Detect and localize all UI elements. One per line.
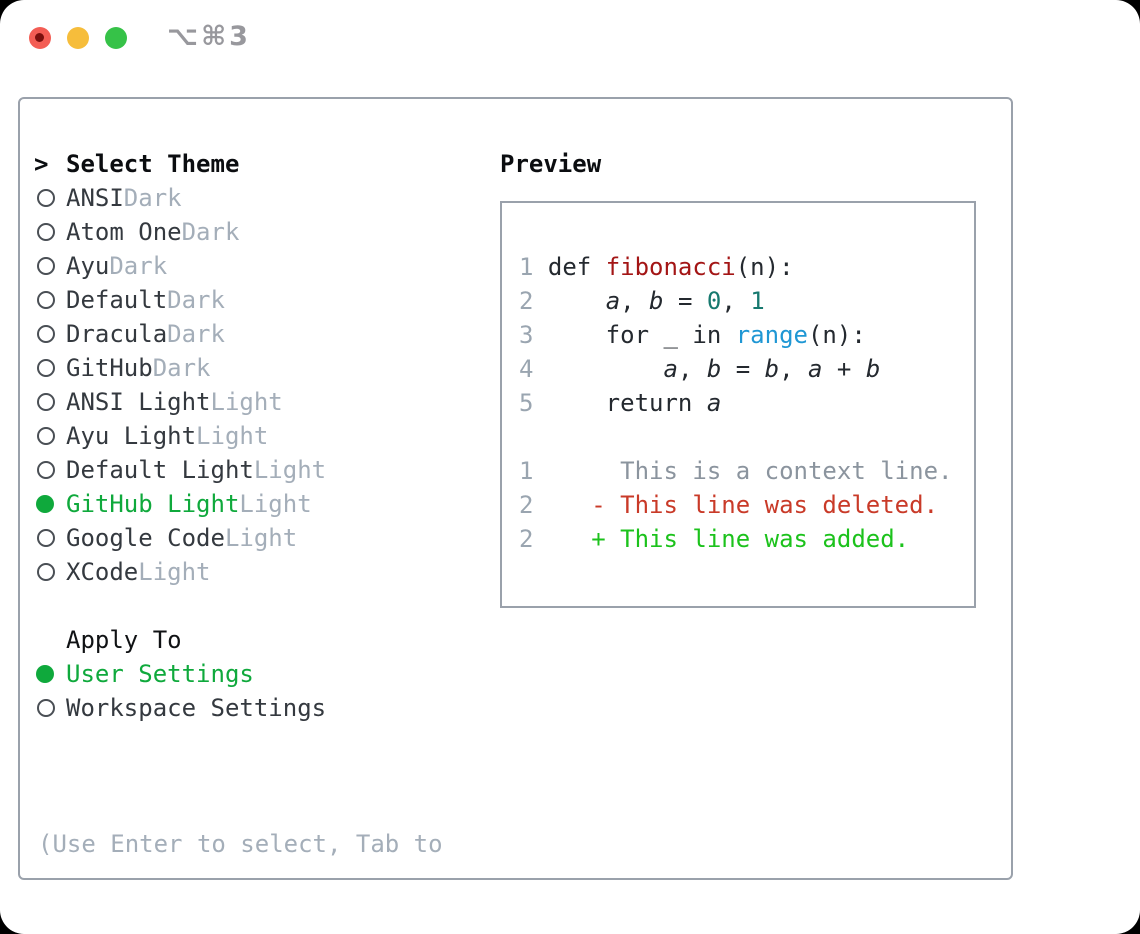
radio-icon: [33, 521, 66, 555]
apply-to-header: Apply To: [33, 623, 488, 657]
selected-radio-icon: [33, 487, 66, 521]
list-item[interactable]: Ayu Light Light: [33, 419, 488, 453]
item-label: ANSI: [66, 184, 124, 212]
item-variant-tag: Dark: [109, 252, 168, 280]
item-variant-tag: Light: [239, 490, 312, 518]
preview-line: 2 + This line was added.: [519, 522, 974, 556]
keyboard-hint: (Use Enter to select, Tab to change focu…: [38, 759, 488, 934]
line-number: 2: [519, 491, 534, 519]
marker-spacer: [33, 623, 66, 657]
preview-line: 4 a, b = b, a + b: [519, 352, 974, 386]
radio-icon: [33, 181, 66, 215]
list-item[interactable]: Dracula Dark: [33, 317, 488, 351]
close-button[interactable]: [29, 27, 51, 49]
item-variant-tag: Dark: [152, 354, 211, 382]
maximize-button[interactable]: [105, 27, 127, 49]
item-variant-tag: Light: [224, 524, 298, 552]
list-item[interactable]: Default Dark: [33, 283, 488, 317]
spacer: [33, 589, 488, 623]
select-theme-label: Select Theme: [66, 150, 240, 178]
radio-icon: [33, 385, 66, 419]
radio-icon: [33, 453, 66, 487]
item-variant-tag: Dark: [181, 218, 240, 246]
list-item[interactable]: ANSI Dark: [33, 181, 488, 215]
item-variant-tag: Light: [196, 422, 269, 450]
item-label: Ayu: [66, 252, 110, 280]
window-title: ⌥⌘3: [167, 21, 251, 52]
line-number: 5: [519, 389, 534, 417]
item-label: Ayu Light: [66, 422, 197, 450]
item-variant-tag: Dark: [167, 320, 225, 348]
radio-icon: [33, 419, 66, 453]
preview-label: Preview: [500, 150, 602, 178]
item-variant-tag: Dark: [167, 286, 225, 314]
line-number: 1: [519, 253, 534, 281]
item-variant-tag: Light: [138, 558, 211, 586]
radio-icon: [33, 317, 66, 351]
preview-column: Preview 1 def fibonacci(n):2 a, b = 0, 1…: [500, 147, 1000, 608]
preview-line: 1 This is a context line.: [519, 454, 974, 488]
radio-icon: [33, 351, 66, 385]
caret-icon: >: [34, 150, 49, 178]
radio-icon: [33, 215, 66, 249]
list-item[interactable]: GitHub Dark: [33, 351, 488, 385]
list-item[interactable]: XCode Light: [33, 555, 488, 589]
preview-line: [519, 420, 974, 454]
titlebar: ⌥⌘3: [0, 0, 1140, 76]
line-number: 4: [519, 355, 534, 383]
item-variant-tag: Light: [210, 388, 283, 416]
item-label: GitHub: [66, 354, 153, 382]
preview-line: 5 return a: [519, 386, 974, 420]
preview-line: 2 a, b = 0, 1: [519, 284, 974, 318]
list-item[interactable]: Google Code Light: [33, 521, 488, 555]
radio-icon: [33, 691, 66, 725]
item-label: Default: [66, 286, 168, 314]
line-number: 1: [519, 457, 534, 485]
list-item[interactable]: Ayu Dark: [33, 249, 488, 283]
list-item[interactable]: GitHub Light Light: [33, 487, 488, 521]
list-item[interactable]: Atom One Dark: [33, 215, 488, 249]
preview-line: 2 - This line was deleted.: [519, 488, 974, 522]
hint-line-2: change focus): [38, 929, 488, 934]
minimize-button[interactable]: [67, 27, 89, 49]
select-theme-header: > Select Theme: [33, 147, 488, 181]
list-item[interactable]: ANSI Light Light: [33, 385, 488, 419]
item-label: Google Code: [66, 524, 225, 552]
line-number: 3: [519, 321, 534, 349]
list-item[interactable]: Default Light Light: [33, 453, 488, 487]
item-label: User Settings: [66, 660, 254, 688]
item-variant-tag: Light: [253, 456, 327, 484]
preview-line: 1 def fibonacci(n):: [519, 250, 974, 284]
line-number: 2: [519, 287, 534, 315]
item-label: Dracula: [66, 320, 168, 348]
list-item[interactable]: User Settings: [33, 657, 488, 691]
preview-line: 3 for _ in range(n):: [519, 318, 974, 352]
item-label: Default Light: [66, 456, 254, 484]
radio-icon: [33, 555, 66, 589]
radio-icon: [33, 283, 66, 317]
item-label: GitHub Light: [66, 490, 240, 518]
hint-line-1: (Use Enter to select, Tab to: [38, 830, 443, 858]
item-label: XCode: [66, 558, 139, 586]
item-label: ANSI Light: [66, 388, 211, 416]
selected-radio-icon: [33, 657, 66, 691]
list-item[interactable]: Workspace Settings: [33, 691, 488, 725]
radio-icon: [33, 249, 66, 283]
apply-to-label: Apply To: [66, 626, 182, 654]
line-number: 2: [519, 525, 534, 553]
item-variant-tag: Dark: [123, 184, 182, 212]
item-label: Workspace Settings: [66, 694, 327, 722]
item-label: Atom One: [66, 218, 182, 246]
